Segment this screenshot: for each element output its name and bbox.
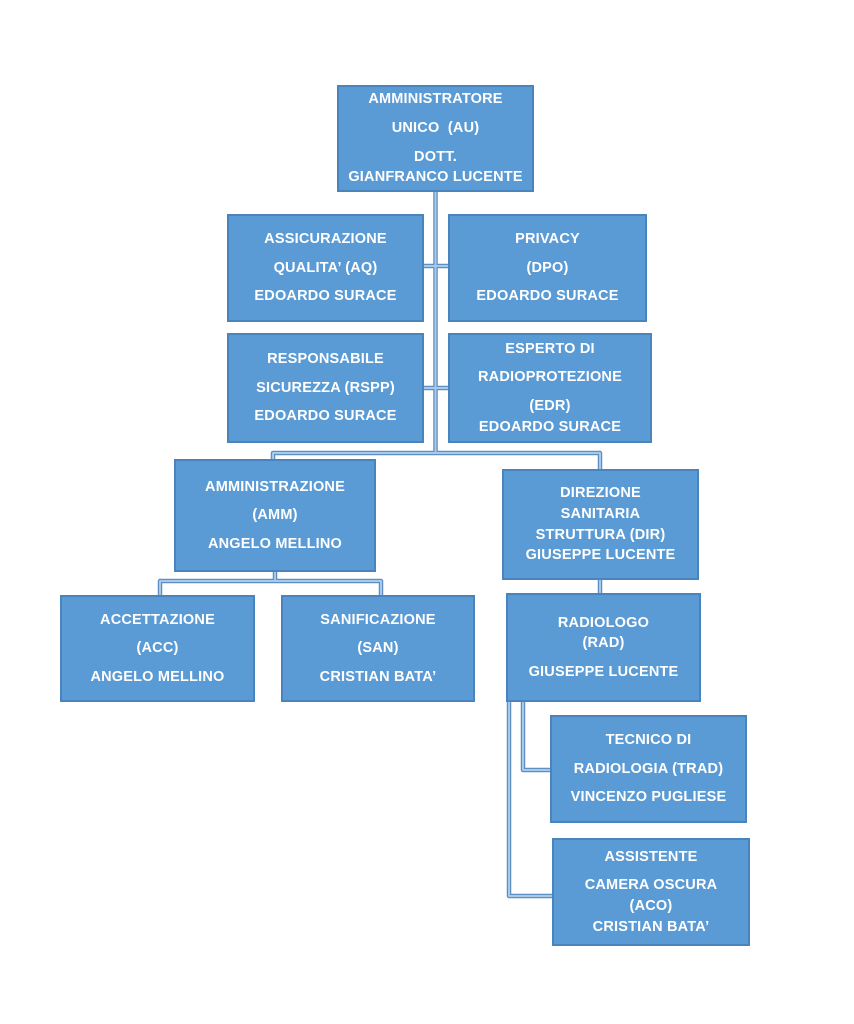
- connector-light-strokes: [159, 192, 601, 897]
- node-line: EDOARDO SURACE: [254, 288, 397, 305]
- node-line: ASSISTENTE: [604, 848, 698, 865]
- node-line: CRISTIAN BATA’: [319, 668, 437, 685]
- node-line: EDOARDO SURACE: [254, 408, 397, 425]
- node-line: (AMM): [252, 507, 298, 524]
- node-line: SICUREZZA (RSPP): [256, 379, 395, 396]
- node-line: AMMINISTRATORE: [368, 91, 503, 108]
- org-node-responsabile-sicurezza: RESPONSABILE SICUREZZA (RSPP) EDOARDO SU…: [227, 333, 424, 443]
- node-line: RADIOLOGO: [557, 614, 650, 631]
- org-node-radiologo: RADIOLOGO (RAD) GIUSEPPE LUCENTE: [506, 593, 701, 702]
- org-node-amministrazione: AMMINISTRAZIONE (AMM) ANGELO MELLINO: [174, 459, 376, 572]
- node-line: GIUSEPPE LUCENTE: [528, 663, 679, 680]
- edge-rad-trad: [520, 702, 550, 773]
- node-line: SANITARIA: [560, 505, 641, 522]
- node-line: ACCETTAZIONE: [100, 611, 215, 628]
- org-node-sanificazione: SANIFICAZIONE (SAN) CRISTIAN BATA’: [281, 595, 475, 702]
- node-line: (EDR): [529, 398, 571, 414]
- node-line: (ACC): [136, 640, 179, 657]
- node-line: AMMINISTRAZIONE: [205, 478, 345, 495]
- node-line: DIREZIONE: [560, 485, 641, 502]
- org-node-accettazione: ACCETTAZIONE (ACC) ANGELO MELLINO: [60, 595, 255, 702]
- node-line: CAMERA OSCURA: [584, 877, 718, 894]
- node-line: VINCENZO PUGLIESE: [570, 789, 727, 806]
- org-node-tecnico-radiologia: TECNICO DI RADIOLOGIA (TRAD) VINCENZO PU…: [550, 715, 747, 823]
- node-line: (ACO): [629, 898, 673, 914]
- org-node-esperto-radioprotezione: ESPERTO DI RADIOPROTEZIONE (EDR) EDOARDO…: [448, 333, 652, 443]
- node-line: CRISTIAN BATA’: [592, 918, 710, 935]
- node-line: ANGELO MELLINO: [90, 668, 225, 685]
- node-line: RADIOPROTEZIONE: [478, 369, 622, 386]
- node-line: GIANFRANCO LUCENTE: [348, 169, 523, 186]
- edge-amm-fork: [157, 578, 384, 595]
- node-line: (RAD): [582, 635, 625, 652]
- node-line: ESPERTO DI: [505, 340, 595, 357]
- node-line: ANGELO MELLINO: [207, 535, 343, 552]
- org-node-assicurazione-qualita: ASSICURAZIONE QUALITA’ (AQ) EDOARDO SURA…: [227, 214, 424, 322]
- node-line: GIUSEPPE LUCENTE: [525, 547, 676, 564]
- node-line: RESPONSABILE: [267, 351, 384, 368]
- node-line: QUALITA’ (AQ): [273, 259, 378, 276]
- node-line: STRUTTURA (DIR): [535, 526, 666, 543]
- edge-rad-aco: [506, 702, 552, 899]
- org-node-privacy-dpo: PRIVACY (DPO) EDOARDO SURACE: [448, 214, 647, 322]
- node-line: (SAN): [357, 640, 399, 657]
- node-line: UNICO (AU): [391, 119, 480, 136]
- org-node-assistente-camera-oscura: ASSISTENTE CAMERA OSCURA (ACO) CRISTIAN …: [552, 838, 750, 946]
- node-line: (DPO): [526, 259, 569, 276]
- node-line: DOTT.: [414, 148, 457, 165]
- node-line: RADIOLOGIA (TRAD): [573, 760, 724, 777]
- node-line: SANIFICAZIONE: [320, 611, 436, 628]
- node-line: ASSICURAZIONE: [264, 231, 387, 248]
- node-line: PRIVACY: [515, 231, 580, 248]
- node-line: EDOARDO SURACE: [478, 418, 622, 435]
- org-node-direzione-sanitaria: DIREZIONE SANITARIA STRUTTURA (DIR) GIUS…: [502, 469, 699, 580]
- node-line: EDOARDO SURACE: [476, 288, 619, 305]
- org-node-amministratore-unico: AMMINISTRATORE UNICO (AU) DOTT. GIANFRAN…: [337, 85, 534, 192]
- node-line: TECNICO DI: [605, 732, 692, 749]
